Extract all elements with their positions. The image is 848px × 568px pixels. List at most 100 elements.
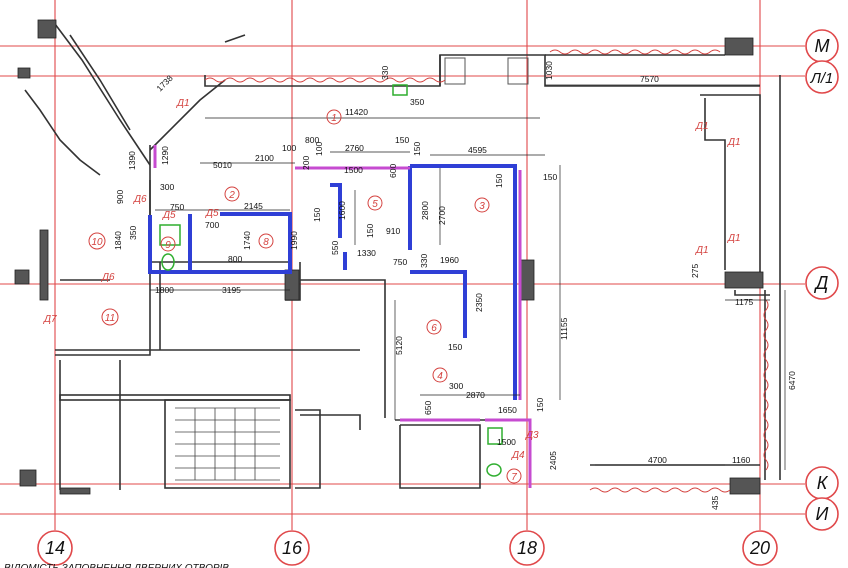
room-marker-8: 8 bbox=[258, 233, 274, 249]
dim-label: 100 bbox=[282, 143, 296, 153]
room-number: 10 bbox=[91, 237, 103, 248]
dim-label: 435 bbox=[710, 496, 720, 510]
dim-label: 350 bbox=[410, 97, 424, 107]
room-number: 5 bbox=[372, 199, 378, 210]
axis-label-18: 18 bbox=[517, 538, 537, 558]
room-number: 7 bbox=[511, 472, 517, 483]
room-number: 11 bbox=[105, 313, 115, 324]
axis-label-14: 14 bbox=[45, 538, 65, 558]
axis-marker-14: 14 bbox=[37, 530, 73, 566]
dim-label: 900 bbox=[115, 190, 125, 204]
room-marker-6: 6 bbox=[426, 319, 442, 335]
dimension-lines bbox=[150, 84, 786, 470]
dim-label: 150 bbox=[395, 135, 409, 145]
dim-label: 1290 bbox=[160, 146, 170, 165]
door-label: Д4 bbox=[511, 450, 525, 461]
dim-label: 100 bbox=[314, 142, 324, 156]
dim-label: 1500 bbox=[497, 437, 516, 447]
door-label: Д5 bbox=[205, 208, 219, 219]
axis-label-l1: Л/1 bbox=[810, 70, 834, 87]
dim-label: 2405 bbox=[548, 451, 558, 470]
dim-label: 1840 bbox=[113, 231, 123, 250]
room-number: 2 bbox=[228, 190, 235, 201]
axis-marker-i: И bbox=[805, 497, 839, 531]
dim-label: 350 bbox=[128, 226, 138, 240]
toilet-icon bbox=[161, 253, 175, 271]
room-marker-3: 3 bbox=[474, 197, 490, 213]
room-marker-11: 11 bbox=[101, 308, 119, 326]
room-marker-9: 9 bbox=[160, 236, 176, 252]
room-marker-7: 7 bbox=[506, 468, 522, 484]
dim-label: 150 bbox=[494, 174, 504, 188]
dim-label: 1175 bbox=[735, 297, 754, 307]
axis-label-20: 20 bbox=[749, 538, 770, 558]
dim-label: 2800 bbox=[420, 201, 430, 220]
room-markers: 1 2 3 4 5 6 7 8 bbox=[88, 109, 522, 484]
dim-label: 4595 bbox=[468, 145, 487, 155]
axis-label-m: М bbox=[815, 36, 830, 56]
grid-axes bbox=[0, 0, 805, 530]
dim-label: 11420 bbox=[345, 107, 368, 117]
room-number: 6 bbox=[431, 323, 437, 334]
dim-label: 3195 bbox=[222, 285, 241, 295]
dim-label: 1390 bbox=[127, 151, 137, 170]
axis-label-d: Д bbox=[814, 273, 829, 293]
dim-label: 4700 bbox=[648, 455, 667, 465]
room-marker-2: 2 bbox=[224, 186, 240, 202]
dim-label: 330 bbox=[419, 254, 429, 268]
new-partitions bbox=[148, 145, 532, 488]
axis-marker-l1: Л/1 bbox=[805, 60, 839, 94]
dim-label: 275 bbox=[690, 264, 700, 278]
room-marker-1: 1 bbox=[326, 109, 342, 125]
dim-label: 200 bbox=[301, 156, 311, 170]
toilet-icon bbox=[486, 463, 502, 477]
dim-label: 2350 bbox=[474, 293, 484, 312]
door-label: Д6 bbox=[133, 194, 147, 205]
washbasin-icon bbox=[392, 84, 408, 96]
door-label: Д1 bbox=[695, 245, 709, 256]
dim-label: 2700 bbox=[437, 206, 447, 225]
room-marker-5: 5 bbox=[367, 195, 383, 211]
axis-marker-m: М bbox=[805, 29, 839, 63]
dim-label: 1600 bbox=[337, 201, 347, 220]
dim-label: 1800 bbox=[155, 285, 174, 295]
dim-label: 150 bbox=[448, 342, 462, 352]
dim-label: 700 bbox=[205, 220, 219, 230]
dim-label: 6470 bbox=[787, 371, 797, 390]
dim-label: 1500 bbox=[344, 165, 363, 175]
dim-label: 2100 bbox=[255, 153, 274, 163]
room-number: 8 bbox=[263, 237, 269, 248]
dim-label: 1650 bbox=[498, 405, 517, 415]
axis-marker-k: К bbox=[805, 466, 839, 500]
axis-label-k: К bbox=[817, 473, 829, 493]
door-labels: Д1 Д1 Д1 Д1 Д1 Д3 Д4 Д5 Д5 Д6 Д6 Д7 bbox=[43, 98, 741, 461]
door-label: Д3 bbox=[525, 430, 539, 441]
room-number: 3 bbox=[479, 201, 485, 212]
sanitary-fixtures bbox=[159, 84, 503, 477]
dim-label: 7570 bbox=[640, 74, 659, 84]
room-marker-4: 4 bbox=[432, 367, 448, 383]
dim-label: 150 bbox=[543, 172, 557, 182]
dim-label: 600 bbox=[388, 164, 398, 178]
staircase bbox=[175, 407, 280, 481]
door-label: Д1 bbox=[176, 98, 190, 109]
dim-label: 2870 bbox=[466, 390, 485, 400]
room-number: 9 bbox=[165, 240, 171, 251]
existing-walls bbox=[14, 19, 781, 495]
dim-label: 750 bbox=[393, 257, 407, 267]
axis-label-i: И bbox=[816, 504, 829, 524]
dim-label: 330 bbox=[380, 66, 390, 80]
dim-label: 1740 bbox=[242, 231, 252, 250]
dim-label: 1160 bbox=[732, 455, 751, 465]
room-marker-10: 10 bbox=[88, 232, 106, 250]
door-label: Д7 bbox=[43, 314, 57, 325]
dim-label: 300 bbox=[160, 182, 174, 192]
dim-label: 800 bbox=[305, 135, 319, 145]
dimension-labels: 11420 330 350 1030 7570 1738 1290 1390 9… bbox=[113, 61, 797, 510]
dim-label: 800 bbox=[228, 254, 242, 264]
washbasin-icon bbox=[487, 427, 503, 445]
door-label: Д5 bbox=[162, 210, 176, 221]
dim-label: 300 bbox=[449, 381, 463, 391]
washbasin-icon bbox=[159, 224, 181, 246]
dim-label: 750 bbox=[170, 202, 184, 212]
